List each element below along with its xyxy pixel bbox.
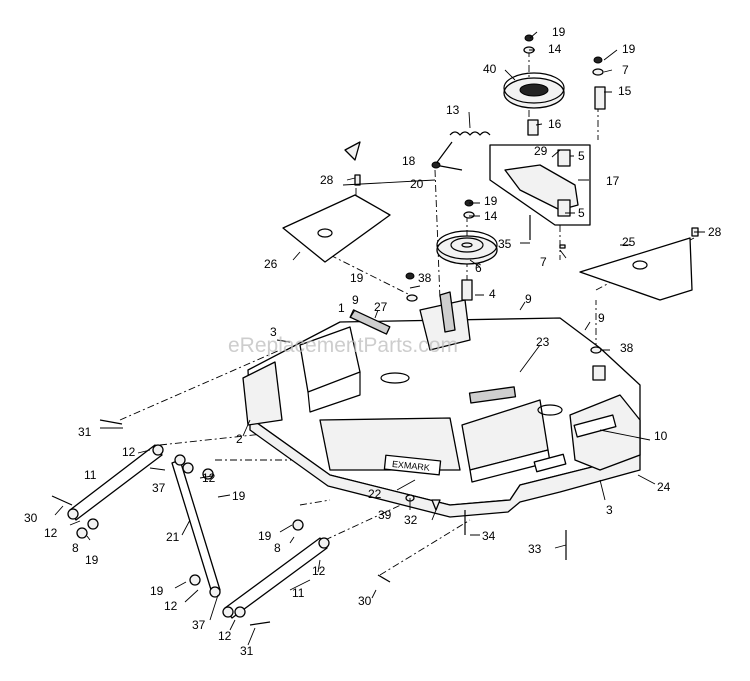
- callout-label: 19: [622, 42, 636, 56]
- callout-label: 15: [618, 84, 632, 98]
- callout-label: 3: [270, 325, 277, 339]
- pulleys: [436, 72, 565, 265]
- callout-label: 19: [552, 25, 566, 39]
- callout-label: 13: [446, 103, 460, 117]
- callout-label: 8: [274, 541, 281, 555]
- callout-label: 33: [528, 542, 542, 556]
- callout-label: 9: [598, 311, 605, 325]
- callout-label: 2: [236, 432, 243, 446]
- callout-label: 5: [578, 206, 585, 220]
- callout-label: 39: [378, 508, 392, 522]
- callout-label: 12: [164, 599, 178, 613]
- callout-label: 1: [338, 301, 345, 315]
- callout-label: 3: [606, 503, 613, 517]
- height-adjust-links: [67, 444, 330, 619]
- callout-label: 38: [418, 271, 432, 285]
- callout-label: 30: [24, 511, 38, 525]
- leader-lines: [54, 31, 705, 646]
- callout-numbers: 19 14 40 19 7 15 13 16 29 5 18 17 28 20 …: [24, 25, 722, 658]
- callout-label: 9: [352, 293, 359, 307]
- callout-label: 12: [122, 445, 136, 459]
- callout-label: 30: [358, 594, 372, 608]
- callout-label: 35: [498, 237, 512, 251]
- callout-label: 31: [78, 425, 92, 439]
- callout-label: 7: [622, 63, 629, 77]
- mower-deck-shell: EXMARK: [242, 291, 641, 518]
- callout-label: 17: [606, 174, 620, 188]
- callout-label: 12: [312, 564, 326, 578]
- belt-covers: [282, 194, 693, 301]
- callout-label: 22: [368, 487, 382, 501]
- callout-label: 10: [654, 429, 668, 443]
- idler-arm: [489, 144, 591, 226]
- callout-label: 16: [548, 117, 562, 131]
- callout-label: 19: [258, 529, 272, 543]
- watermark-text: eReplacementParts.com: [228, 334, 458, 357]
- callout-label: 11: [84, 468, 97, 482]
- callout-label: 19: [350, 271, 364, 285]
- callout-label: 40: [483, 62, 497, 76]
- callout-label: 12: [44, 526, 58, 540]
- callout-label: 19: [484, 194, 498, 208]
- callout-label: 34: [482, 529, 496, 543]
- callout-label: 21: [166, 530, 180, 544]
- callout-label: 28: [320, 173, 334, 187]
- callout-label: 14: [548, 42, 562, 56]
- callout-label: 28: [708, 225, 722, 239]
- callout-label: 7: [540, 255, 547, 269]
- callout-label: 27: [374, 300, 388, 314]
- callout-label: 12: [202, 471, 216, 485]
- callout-label: 37: [192, 618, 206, 632]
- callout-label: 38: [620, 341, 634, 355]
- callout-label: 31: [240, 644, 254, 658]
- callout-label: 25: [622, 235, 636, 249]
- callout-label: 37: [152, 481, 166, 495]
- callout-label: 26: [264, 257, 278, 271]
- callout-label: 19: [232, 489, 246, 503]
- callout-label: 29: [534, 144, 548, 158]
- callout-label: 5: [578, 149, 585, 163]
- callout-label: 23: [536, 335, 550, 349]
- callout-label: 4: [489, 287, 496, 301]
- callout-label: 19: [85, 553, 99, 567]
- callout-label: 9: [525, 292, 532, 306]
- callout-label: 8: [72, 541, 79, 555]
- callout-label: 20: [410, 177, 424, 191]
- callout-label: 14: [484, 209, 498, 223]
- deck-brand-label: EXMARK: [391, 459, 430, 473]
- callout-label: 6: [475, 261, 482, 275]
- callout-label: 19: [150, 584, 164, 598]
- callout-label: 11: [292, 586, 305, 600]
- callout-label: 18: [402, 154, 416, 168]
- callout-label: 12: [218, 629, 232, 643]
- callout-label: 24: [657, 480, 671, 494]
- callout-label: 32: [404, 513, 418, 527]
